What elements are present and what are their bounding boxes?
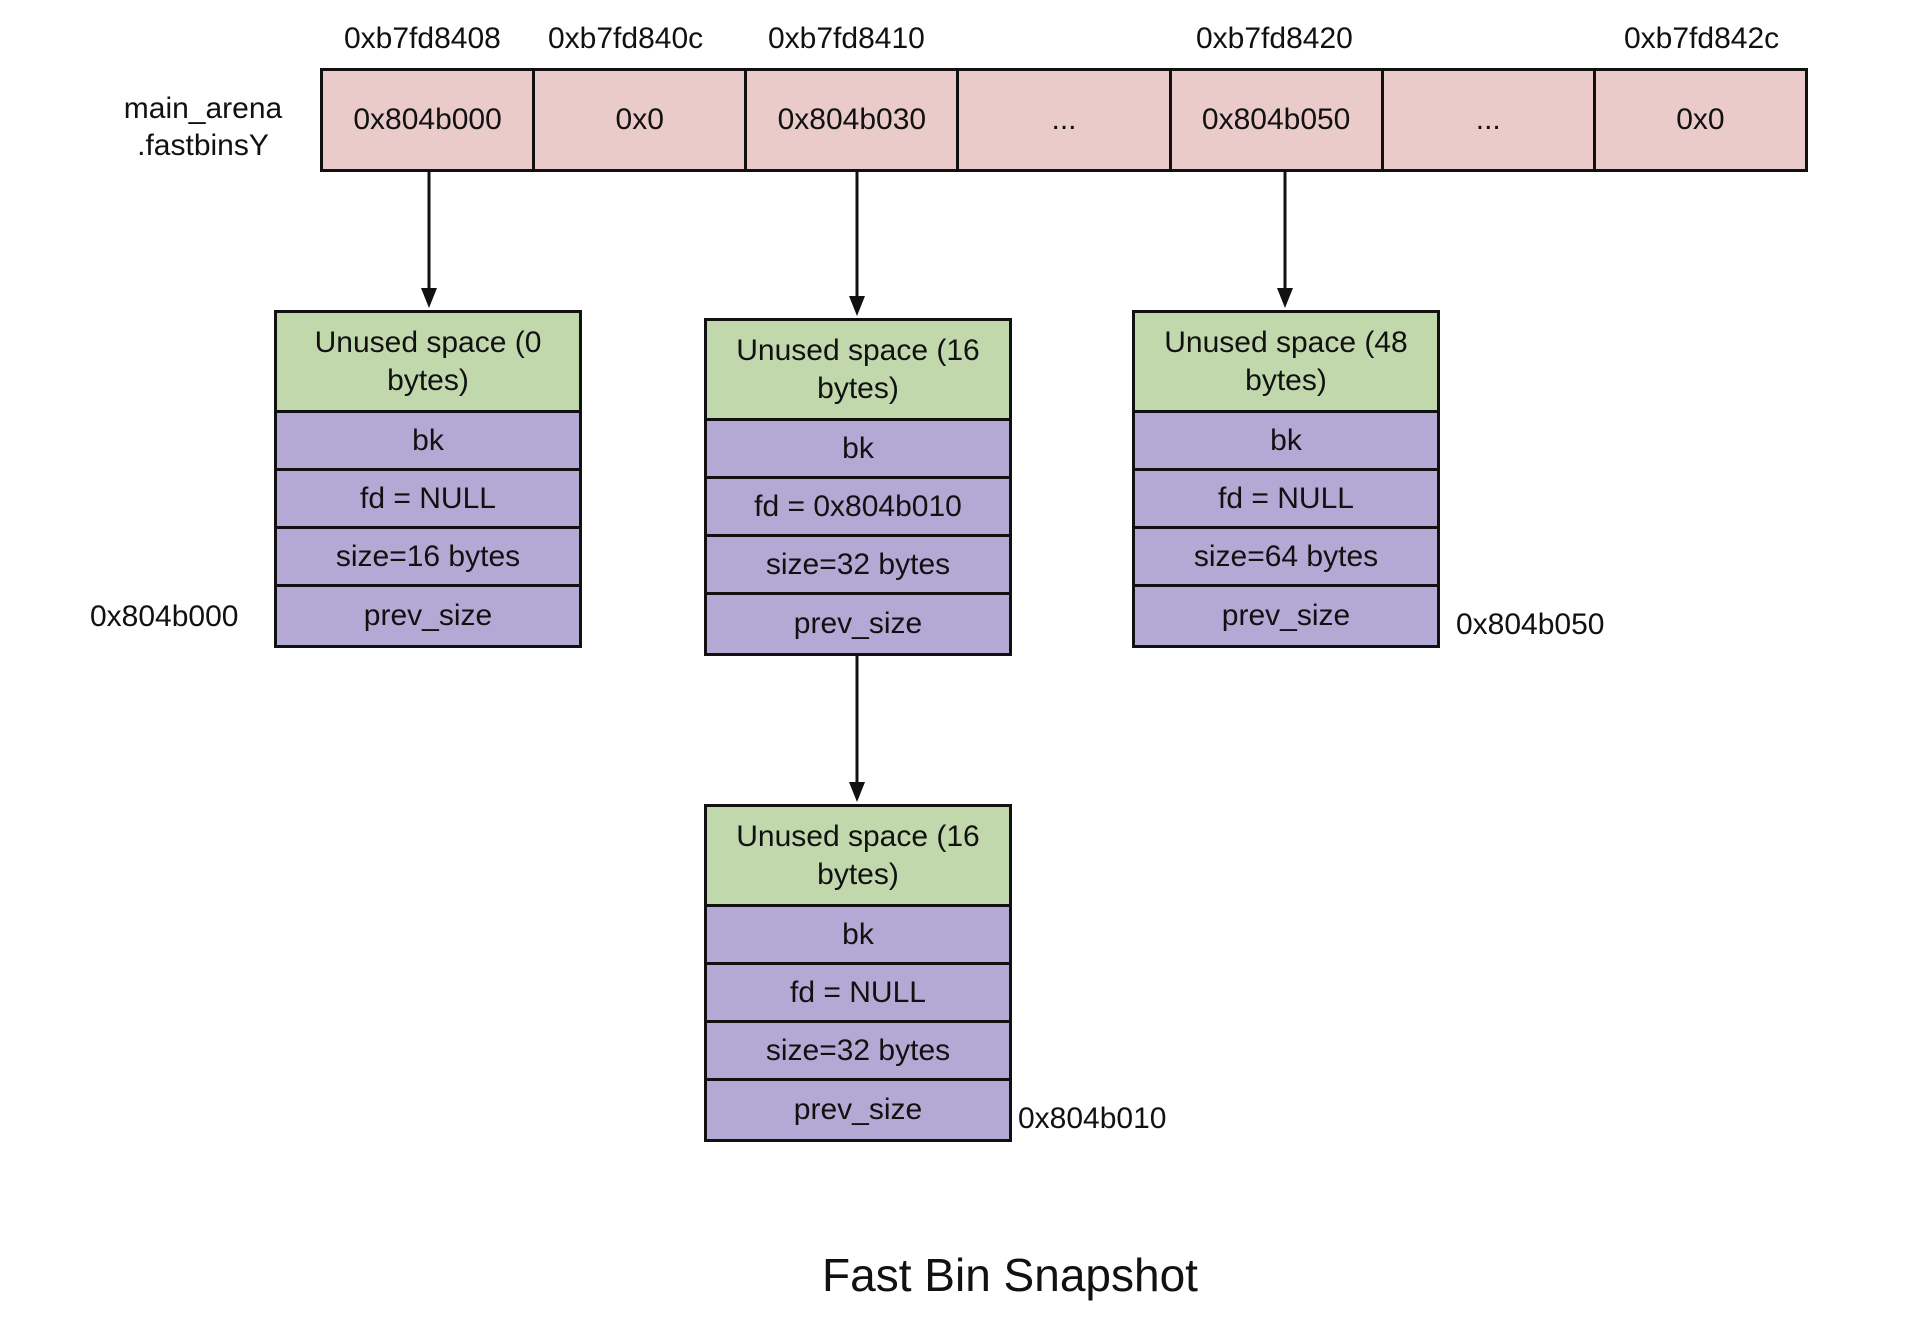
chunk-prev-size-field: prev_size (1221, 599, 1351, 632)
arena-label-name: main_arena (123, 92, 283, 125)
bin-address-1: 0xb7fd840c (548, 22, 704, 55)
bin-address-0: 0xb7fd8408 (344, 22, 501, 55)
chunk-unused-space: Unused space (48 bytes) (1135, 313, 1437, 413)
chunk-address: 0x804b010 (1018, 1102, 1167, 1135)
arrowhead-icon (421, 288, 437, 308)
chunk-prev-size-field: prev_size (363, 599, 493, 632)
chunk-size-field: size=32 bytes (707, 1023, 1009, 1081)
chunk-fd-field: fd = NULL (1135, 471, 1437, 529)
chunk-size-field: size=16 bytes (277, 529, 579, 587)
chunk-bk-field: bk (707, 421, 1009, 479)
chunk-0x804b000: Unused space (0 bytes) bk fd = NULL size… (274, 310, 582, 648)
arena-label: main_arena .fastbinsY (108, 90, 298, 164)
chunk-0x804b050: Unused space (48 bytes) bk fd = NULL siz… (1132, 310, 1440, 648)
chunk-bk-field: bk (277, 413, 579, 471)
arrowhead-icon (849, 296, 865, 316)
chunk-address: 0x804b050 (1456, 608, 1605, 641)
bin-address-4: 0xb7fd842c (1624, 22, 1780, 55)
chunk-unused-space: Unused space (16 bytes) (707, 321, 1009, 421)
chunk-fd-field: fd = NULL (277, 471, 579, 529)
chunk-fd-field: fd = NULL (707, 965, 1009, 1023)
diagram-title: Fast Bin Snapshot (822, 1249, 1198, 1301)
fastbin-cell: 0x804b000 (323, 71, 536, 169)
chunk-fd-field: fd = 0x804b010 (707, 479, 1009, 537)
chunk-unused-space: Unused space (16 bytes) (707, 807, 1009, 907)
chunk-prev-size-field: prev_size (793, 1093, 923, 1126)
chunk-prev-size-field: prev_size (793, 607, 923, 640)
fastbin-cell: ... (959, 71, 1172, 169)
fastbin-cell: 0x0 (535, 71, 748, 169)
chunk-unused-space: Unused space (0 bytes) (277, 313, 579, 413)
chunk-address: 0x804b000 (90, 600, 239, 633)
fastbin-cell: 0x804b050 (1172, 71, 1384, 169)
bin-address-3: 0xb7fd8420 (1196, 22, 1353, 55)
arena-label-field: .fastbinsY (137, 129, 269, 162)
arrowhead-icon (1277, 288, 1293, 308)
fastbins-array: 0x804b000 0x0 0x804b030 ... 0x804b050 ..… (320, 68, 1808, 172)
fastbin-cell: 0x0 (1676, 103, 1725, 136)
chunk-size-field: size=64 bytes (1135, 529, 1437, 587)
chunk-0x804b010: Unused space (16 bytes) bk fd = NULL siz… (704, 804, 1012, 1142)
fastbin-cell: ... (1384, 71, 1596, 169)
fastbin-cell: 0x804b030 (747, 71, 960, 169)
chunk-0x804b030: Unused space (16 bytes) bk fd = 0x804b01… (704, 318, 1012, 656)
chunk-bk-field: bk (707, 907, 1009, 965)
bin-address-2: 0xb7fd8410 (768, 22, 925, 55)
chunk-size-field: size=32 bytes (707, 537, 1009, 595)
chunk-bk-field: bk (1135, 413, 1437, 471)
arrowhead-icon (849, 782, 865, 802)
